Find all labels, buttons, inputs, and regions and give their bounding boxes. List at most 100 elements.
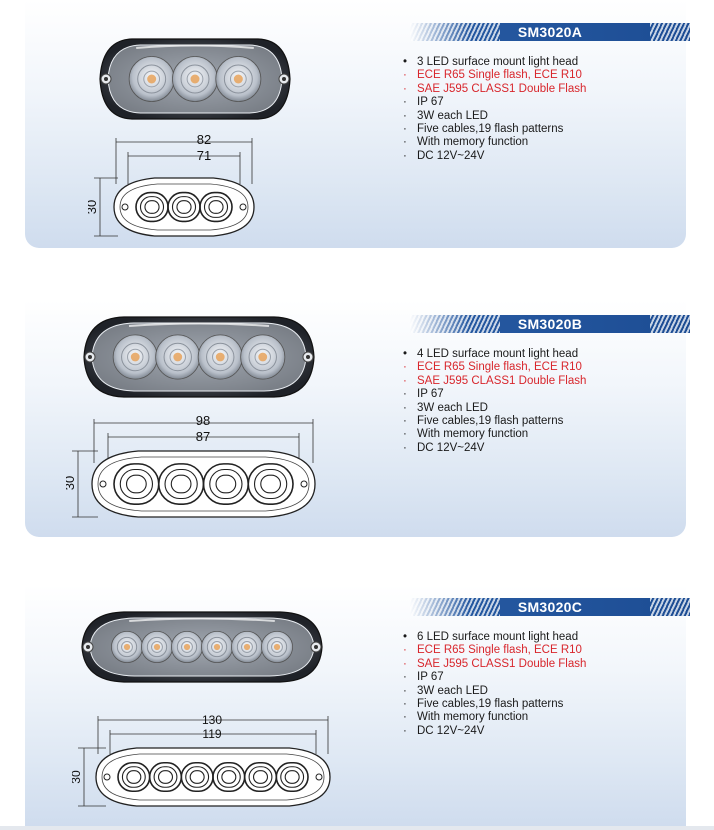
spec-text: 3W each LED	[417, 684, 488, 697]
spec-item: · IP 67	[403, 671, 586, 684]
spec-item: •3 LED surface mount light head	[403, 56, 586, 69]
product-section-c: 130 119 30 SM3020C • 6 LED surface mount …	[0, 585, 714, 830]
spec-item: · IP 67	[403, 388, 586, 401]
dimension-drawing: 98 87 30	[66, 413, 316, 518]
spec-item: · ECE R65 Single flash, ECE R10	[403, 361, 586, 374]
product-photo	[99, 38, 291, 120]
spec-text: SAE J595 CLASS1 Double Flash	[417, 82, 587, 95]
bullet: ·	[403, 711, 407, 724]
spec-item: • 6 LED surface mount light head	[403, 631, 586, 644]
dimension-inner-width: 87	[196, 429, 210, 444]
spec-text: 4 LED surface mount light head	[417, 348, 579, 360]
led-lens	[197, 334, 243, 380]
model-title: SM3020C	[517, 599, 583, 615]
spec-text: IP 67	[417, 96, 444, 109]
spec-item: · DC 12V~24V	[403, 442, 586, 455]
spec-text: SAE J595 CLASS1 Double Flash	[417, 657, 587, 670]
spec-item: · IP 67	[403, 96, 586, 109]
model-banner: SM3020C	[410, 598, 690, 616]
spec-list: • 6 LED surface mount light head · ECE R65 …	[403, 631, 586, 738]
bullet: ·	[403, 684, 407, 697]
spec-text: SAE J595 CLASS1 Double Flash	[417, 374, 587, 387]
spec-text: ECE R65 Single flash, ECE R10	[417, 69, 582, 82]
spec-item: · SAE J595 CLASS1 Double Flash	[403, 375, 586, 388]
spec-item: · With memory function	[403, 136, 586, 149]
bullet: ·	[403, 401, 407, 414]
dimension-drawing: 82 71 30	[88, 132, 255, 237]
led-lens	[230, 630, 263, 664]
spec-text: DC 12V~24V	[417, 724, 485, 737]
spec-item: · Five cables,19 flash patterns	[403, 698, 586, 711]
led-lens	[128, 56, 175, 102]
bullet: ·	[403, 388, 407, 401]
spec-text: 3W each LED	[417, 401, 488, 414]
spec-list: •3 LED surface mount light head·ECE R65 …	[403, 56, 586, 163]
model-title: SM3020B	[517, 316, 583, 332]
dimension-height: 30	[88, 200, 99, 214]
spec-text: With memory function	[417, 136, 529, 149]
bullet: ·	[403, 361, 407, 374]
spec-text: With memory function	[417, 428, 529, 441]
spec-text: DC 12V~24V	[417, 441, 485, 454]
spec-item: ·DC 12V~24V	[403, 725, 586, 738]
led-lens	[111, 630, 144, 664]
led-lens	[215, 56, 262, 102]
spec-text: IP 67	[417, 671, 444, 684]
led-lens	[112, 334, 158, 380]
spec-item: · With memory function	[403, 428, 586, 441]
bullet: ·	[403, 149, 407, 162]
bullet: ·	[403, 109, 407, 122]
spec-text: With memory function	[417, 711, 529, 724]
bullet: ·	[403, 671, 407, 684]
dimension-inner-width: 119	[202, 727, 221, 741]
drawing-outline	[91, 450, 316, 518]
dimension-inner-width: 71	[197, 148, 211, 163]
dimension-outer-width: 82	[197, 132, 211, 147]
spec-item: · SAE J595 CLASS1 Double Flash	[403, 83, 586, 96]
drawing-outline	[95, 747, 331, 807]
spec-item: · DC 12V~24V	[403, 150, 586, 163]
spec-item: · 3W each LED	[403, 685, 586, 698]
bullet: ·	[403, 657, 407, 670]
spec-list: •4 LED surface mount light head·ECE R65 …	[403, 348, 586, 455]
bullet: ·	[403, 415, 407, 428]
spec-text: ECE R65 Single flash, ECE R10	[417, 361, 582, 374]
spec-item: · 3W each LED	[403, 402, 586, 415]
dimension-height: 30	[66, 476, 77, 490]
bullet: ·	[403, 82, 407, 95]
led-lens	[200, 630, 233, 664]
bullet: ·	[403, 136, 407, 149]
led-lens	[141, 630, 174, 664]
model-title: SM3020A	[517, 24, 583, 40]
spec-text: IP 67	[417, 388, 444, 401]
spec-text: DC 12V~24V	[417, 149, 485, 162]
product-photo	[83, 316, 315, 398]
spec-item: ·Five cables,19 flash patterns	[403, 123, 586, 136]
spec-text: 3W each LED	[417, 109, 488, 122]
spec-item: ·ECE R65 Single flash, ECE R10	[403, 69, 586, 82]
led-lens	[260, 630, 293, 664]
spec-text: Five cables,19 flash patterns	[417, 698, 564, 711]
spec-item: · SAE J595 CLASS1 Double Flash	[403, 658, 586, 671]
model-banner: SM3020B	[410, 315, 690, 333]
model-banner: SM3020A	[410, 23, 690, 41]
spec-text: Five cables,19 flash patterns	[417, 415, 564, 428]
bullet: •	[403, 631, 408, 643]
bullet: ·	[403, 428, 407, 441]
led-lens	[171, 630, 204, 664]
led-lens	[172, 56, 218, 102]
bullet: ·	[403, 644, 407, 657]
bullet: ·	[403, 374, 407, 387]
spec-item: · With memory function	[403, 711, 586, 724]
product-section-b: 98 87 30 SM3020B •4 LED surface mount li…	[0, 300, 714, 545]
spec-item: · ECE R65 Single flash, ECE R10	[403, 644, 586, 657]
bullet: ·	[403, 698, 407, 711]
drawing-outline	[113, 177, 255, 237]
spec-text: 6 LED surface mount light head	[417, 631, 579, 643]
spec-text: ECE R65 Single flash, ECE R10	[417, 644, 582, 657]
bullet: ·	[403, 441, 407, 454]
bullet: ·	[403, 96, 407, 109]
bullet: •	[403, 56, 408, 68]
dimension-outer-width: 98	[196, 413, 210, 428]
dimension-drawing: 130 119 30	[72, 713, 331, 807]
